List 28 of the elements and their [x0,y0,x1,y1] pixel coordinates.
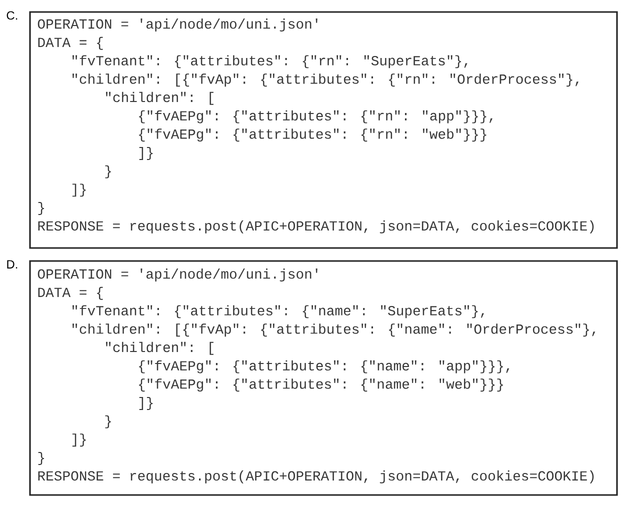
code-line: OPERATION = 'api/node/mo/uni.json' [38,18,318,32]
code-line: RESPONSE = requests.post(APIC+OPERATION, json=DATA, cookies=COOKIE) [38,220,594,234]
option-letter: D. [7,260,18,268]
code-line: } [105,415,111,428]
code-line: ]} [139,147,153,160]
code-line: OPERATION = 'api/node/mo/uni.json' [38,268,318,282]
code-line: "children": [ [106,342,214,355]
code-line: ]} [72,434,86,447]
code-line: } [105,165,111,178]
code-line: ]} [139,397,153,410]
code-box [29,11,618,249]
option-letter: C. [6,11,18,20]
code-line: } [38,202,44,215]
code-line: RESPONSE = requests.post(APIC+OPERATION, json=DATA, cookies=COOKIE) [38,470,594,484]
code-line: DATA = { [38,286,103,300]
code-line: {"fvAEPg": {"attributes": {"name": "app"}}}, [139,360,510,374]
code-box [29,260,618,496]
code-line: {"fvAEPg": {"attributes": {"name": "web"}}} [139,378,503,392]
code-line: ]} [72,184,86,197]
code-line: "fvTenant": {"attributes": {"rn": "SuperEats"}, [72,55,468,68]
code-line: "fvTenant": {"attributes": {"name": "SuperEats"}, [72,305,484,318]
code-line: "children": [ [106,92,214,105]
code-line: {"fvAEPg": {"attributes": {"rn": "app"}}}, [139,110,492,124]
code-line: "children": [{"fvAp": {"attributes": {"name": "OrderProcess"}, [72,324,596,337]
code-line: } [38,452,44,465]
code-line: "children": [{"fvAp": {"attributes": {"rn": "OrderProcess"}, [72,74,578,87]
code-line: {"fvAEPg": {"attributes": {"rn": "web"}}} [139,128,486,142]
code-line: DATA = { [38,36,103,50]
